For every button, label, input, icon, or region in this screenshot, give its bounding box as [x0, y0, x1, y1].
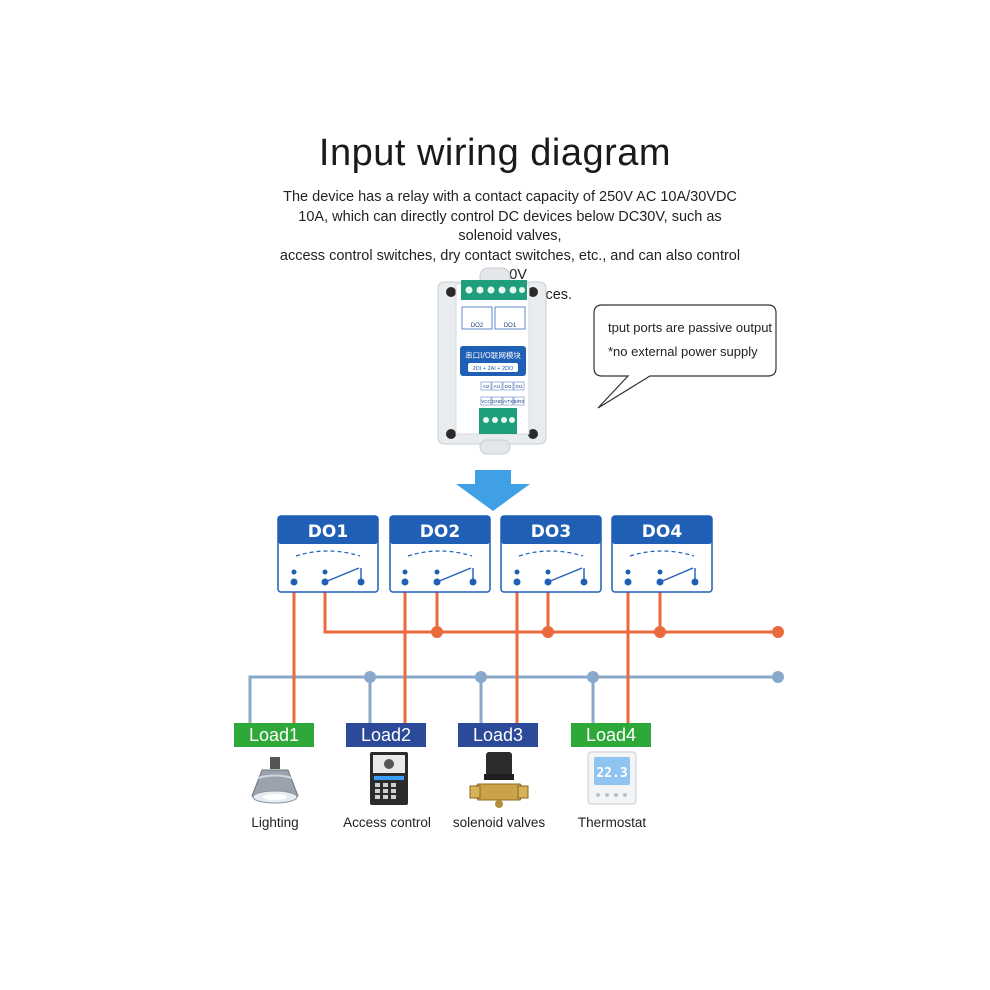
- load-caption-3: solenoid valves: [452, 815, 546, 830]
- do-box-title: DO3: [531, 522, 571, 542]
- terminal-label: VCC: [481, 399, 491, 404]
- do-box-title: DO1: [308, 522, 348, 542]
- description-line: The device has a relay with a contact ca…: [283, 189, 737, 205]
- load-label-2: Load2: [346, 723, 426, 747]
- module-spec: 2DI + 2AI + 2DO: [473, 366, 514, 372]
- do-box-title: DO2: [420, 522, 460, 542]
- do-box-1: DO1: [277, 515, 379, 593]
- do-box-2: DO2: [389, 515, 491, 593]
- terminal-label: B/RX: [514, 399, 525, 404]
- wires: [248, 589, 778, 723]
- thermostat-icon: 22.3: [587, 751, 637, 805]
- description-line: 10A, which can directly control DC devic…: [298, 208, 722, 245]
- callout-line-1: tput ports are passive output: [608, 320, 772, 335]
- terminal-label: DI2: [504, 384, 512, 389]
- terminal-label: AI2: [483, 384, 490, 389]
- do-box-title: DO4: [642, 522, 683, 542]
- valve-icon: [469, 752, 529, 808]
- do-box-3: DO3: [500, 515, 602, 593]
- access-panel-icon: [370, 752, 408, 805]
- io-module: DO2 DO1 串口I/O联网模块 2DI + 2AI + 2DO AI2 AI…: [437, 267, 547, 455]
- load-label-1: Load1: [234, 723, 314, 747]
- down-arrow-icon: [456, 470, 530, 511]
- load-label-3: Load3: [458, 723, 538, 747]
- terminal-label: AI1: [494, 384, 501, 389]
- terminal-label: GND: [492, 399, 503, 404]
- module-label-do1: DO1: [504, 323, 517, 329]
- thermostat-display: 22.3: [596, 766, 627, 781]
- do-box-4: DO4: [611, 515, 713, 593]
- module-label-do2: DO2: [471, 323, 484, 329]
- load-caption-2: Access control: [343, 815, 431, 830]
- callout-bubble: tput ports are passive output *no extern…: [593, 304, 777, 409]
- terminal-label: DI1: [515, 384, 523, 389]
- page-title: Input wiring diagram: [318, 132, 672, 174]
- lamp-icon: [251, 757, 299, 804]
- module-name: 串口I/O联网模块: [465, 350, 521, 360]
- load-caption-4: Thermostat: [577, 815, 647, 830]
- callout-line-2: *no external power supply: [608, 344, 758, 359]
- load-label-4: Load4: [571, 723, 651, 747]
- load-caption-1: Lighting: [251, 815, 299, 830]
- junction-dots: [364, 626, 784, 683]
- terminal-label: A/TX: [503, 399, 513, 404]
